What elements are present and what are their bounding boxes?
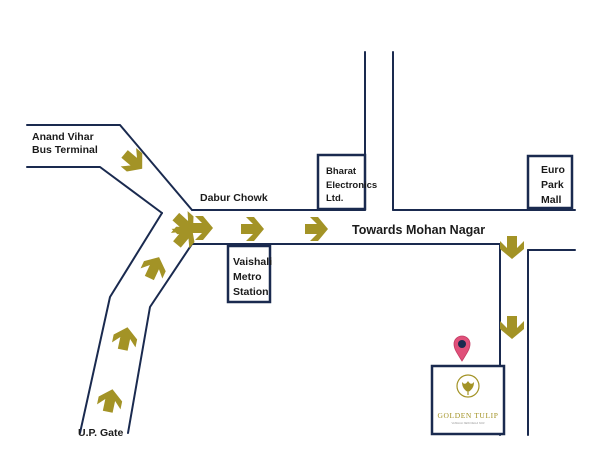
landmark-bharat-electronics: Bharat Electronics Ltd. bbox=[316, 153, 377, 211]
svg-text:Bharat: Bharat bbox=[326, 166, 357, 177]
vaishali-line-2: Metro bbox=[233, 271, 262, 283]
roads bbox=[26, 51, 576, 436]
road-anand-vihar-upper bbox=[26, 124, 193, 211]
bharat-line-1: Bharat bbox=[326, 166, 357, 177]
road-main-bottom bbox=[191, 243, 576, 251]
svg-text:Station: Station bbox=[233, 286, 269, 298]
label-bus-terminal: Bus Terminal bbox=[32, 144, 98, 156]
svg-text:Ltd.: Ltd. bbox=[326, 193, 343, 204]
hotel-golden-tulip: GOLDEN TULIP VAISHALI NEW DELHI NCR bbox=[430, 364, 506, 436]
road-up-gate-right bbox=[127, 243, 193, 434]
tulip-logo-icon bbox=[456, 374, 480, 398]
label-anand-vihar: Anand Vihar bbox=[32, 131, 94, 143]
direction-arrow-icon bbox=[116, 144, 150, 178]
bharat-line-3: Ltd. bbox=[326, 193, 343, 204]
svg-text:Park: Park bbox=[541, 179, 564, 191]
direction-arrow-icon bbox=[305, 217, 328, 241]
euro-line-2: Park bbox=[541, 179, 564, 191]
hotel-tagline: VAISHALI NEW DELHI NCR bbox=[452, 421, 485, 425]
landmark-vaishali-metro: Vaishali Metro Station bbox=[226, 244, 272, 304]
road-anand-vihar-lower bbox=[26, 166, 163, 214]
direction-arrow-icon bbox=[95, 386, 125, 415]
svg-text:Electronics: Electronics bbox=[326, 180, 377, 191]
svg-text:Mall: Mall bbox=[541, 194, 562, 206]
direction-arrow-icon bbox=[110, 324, 140, 353]
direction-arrow-icon bbox=[500, 236, 524, 259]
direction-arrow-icon bbox=[138, 252, 170, 284]
svg-text:Euro: Euro bbox=[541, 164, 565, 176]
location-pin-icon bbox=[453, 335, 471, 362]
road-up-gate-left bbox=[79, 212, 163, 434]
landmark-euro-park-mall: Euro Park Mall bbox=[526, 154, 574, 210]
label-dabur-chowk: Dabur Chowk bbox=[200, 192, 268, 204]
label-towards-mohan-nagar: Towards Mohan Nagar bbox=[352, 223, 485, 237]
label-up-gate: U.P. Gate bbox=[78, 427, 123, 439]
vaishali-line-1: Vaishali bbox=[233, 256, 272, 268]
direction-arrow-icon bbox=[241, 217, 264, 241]
svg-text:Vaishali: Vaishali bbox=[233, 256, 272, 268]
euro-line-1: Euro bbox=[541, 164, 565, 176]
direction-arrow-icon bbox=[500, 316, 524, 339]
direction-arrow-icon bbox=[190, 216, 213, 240]
hotel-name: GOLDEN TULIP bbox=[437, 411, 498, 420]
euro-line-3: Mall bbox=[541, 194, 562, 206]
vaishali-line-3: Station bbox=[233, 286, 269, 298]
bharat-line-2: Electronics bbox=[326, 180, 377, 191]
svg-text:Metro: Metro bbox=[233, 271, 262, 283]
